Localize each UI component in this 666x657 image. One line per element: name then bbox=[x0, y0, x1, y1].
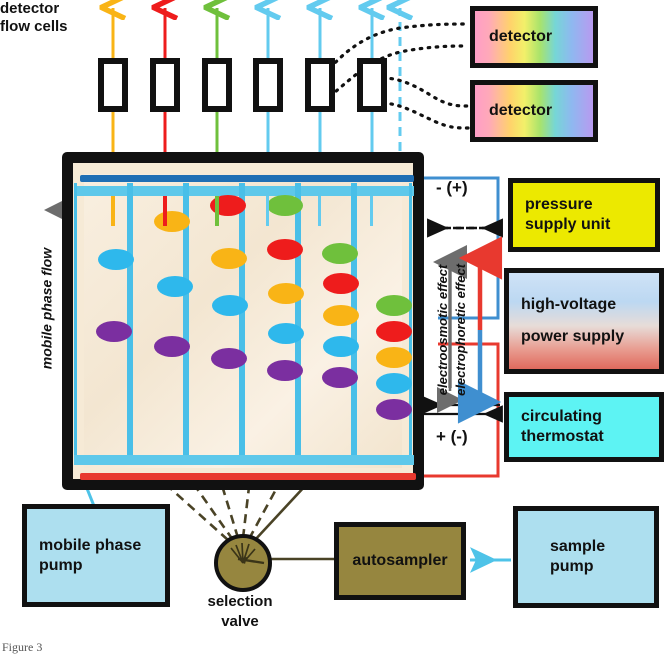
figure-caption: Figure 3 bbox=[2, 640, 43, 654]
mobile-phase-flow-label: mobile phase flow bbox=[38, 247, 55, 370]
analyte-spot-green-ch5 bbox=[322, 243, 358, 264]
hv-label-line1: high-voltage bbox=[521, 296, 617, 314]
flow-cell-6 bbox=[357, 58, 387, 112]
channel-4 bbox=[242, 183, 298, 455]
sample-label-line1: sample bbox=[550, 538, 606, 556]
analyte-spot-blue-ch3 bbox=[212, 295, 248, 316]
sample-pump[interactable]: sample pump bbox=[513, 506, 659, 608]
mobile-phase-pump[interactable]: mobile phase pump bbox=[22, 504, 170, 607]
polarity-bottom-label: + (-) bbox=[436, 427, 468, 447]
beam-stub-cyan-1 bbox=[266, 196, 269, 226]
analyte-spot-orange-ch6 bbox=[376, 347, 412, 368]
flow-cell-4 bbox=[253, 58, 283, 112]
pressure-supply-unit[interactable]: pressure supply unit bbox=[508, 178, 660, 252]
polarity-top-label: - (+) bbox=[436, 178, 468, 198]
electrophoretic-effect-label: electrophoretic effect bbox=[453, 263, 469, 396]
analyte-spot-purple-ch6 bbox=[376, 399, 412, 420]
detector-box-2[interactable]: detector bbox=[470, 80, 598, 142]
detector-2-label: detector bbox=[489, 102, 553, 120]
analyte-spot-green-ch4 bbox=[267, 195, 303, 216]
hv-label-line2: power supply bbox=[521, 328, 625, 345]
beam-stub-cyan-3 bbox=[370, 196, 373, 226]
analyte-spot-purple-ch3 bbox=[211, 348, 247, 369]
analyte-spot-red-ch4 bbox=[267, 239, 303, 260]
detector-1-label: detector bbox=[489, 28, 553, 46]
analyte-spot-red-ch6 bbox=[376, 321, 412, 342]
analyte-spot-orange-ch2 bbox=[154, 211, 190, 232]
beam-stub-red bbox=[163, 196, 167, 226]
beam-stub-orange bbox=[111, 196, 115, 226]
channel-bed bbox=[74, 183, 412, 455]
mpp-label-line1: mobile phase bbox=[39, 536, 142, 554]
flow-cell-3 bbox=[202, 58, 232, 112]
polarity-top-text: - (+) bbox=[436, 178, 468, 197]
analyte-spot-blue-ch6 bbox=[376, 373, 412, 394]
pressure-label-line2: supply unit bbox=[525, 216, 611, 233]
pressure-label-line1: pressure bbox=[525, 196, 593, 214]
valve-dial-icon bbox=[230, 542, 265, 565]
analyte-spot-purple-ch5 bbox=[322, 367, 358, 388]
analyte-spot-blue-ch2 bbox=[157, 276, 193, 297]
analyte-spot-blue-ch1 bbox=[98, 249, 134, 270]
analyte-spot-blue-ch4 bbox=[268, 323, 304, 344]
flow-cell-1 bbox=[98, 58, 128, 112]
analyte-spot-purple-ch4 bbox=[267, 360, 303, 381]
sample-label-line2: pump bbox=[550, 558, 594, 575]
lower-buffer-reservoir bbox=[74, 455, 414, 465]
beam-stub-cyan-2 bbox=[318, 196, 321, 226]
analyte-spot-orange-ch4 bbox=[268, 283, 304, 304]
analyte-spot-red-ch3 bbox=[210, 195, 246, 216]
analyte-spot-green-ch6 bbox=[376, 295, 412, 316]
cathode-electrode-bar bbox=[80, 175, 414, 182]
detector-flow-cells-label: detector flow cells bbox=[0, 0, 68, 36]
analyte-spot-blue-ch5 bbox=[323, 336, 359, 357]
autosampler[interactable]: autosampler bbox=[334, 522, 466, 600]
thermo-label-line2: thermostat bbox=[521, 428, 604, 445]
electroosmotic-effect-label: electroosmotic effect bbox=[435, 264, 451, 396]
flow-cell-5 bbox=[305, 58, 335, 112]
anode-electrode-bar bbox=[80, 473, 416, 480]
channel-3 bbox=[186, 183, 242, 455]
selection-valve-text: selection valve bbox=[207, 593, 273, 630]
channel-2 bbox=[130, 183, 186, 455]
analyte-spot-red-ch5 bbox=[323, 273, 359, 294]
detector-box-1[interactable]: detector bbox=[470, 6, 598, 68]
analyte-spot-orange-ch5 bbox=[323, 305, 359, 326]
analyte-spot-purple-ch2 bbox=[154, 336, 190, 357]
selection-valve-label: selection valve bbox=[188, 592, 292, 631]
analyte-spot-orange-ch3 bbox=[211, 248, 247, 269]
flow-cell-2 bbox=[150, 58, 180, 112]
circulating-thermostat[interactable]: circulating thermostat bbox=[504, 392, 664, 462]
analyte-spot-purple-ch1 bbox=[96, 321, 132, 342]
high-voltage-power-supply[interactable]: high-voltage power supply bbox=[504, 268, 664, 374]
thermo-label-line1: circulating bbox=[521, 408, 602, 426]
polarity-bottom-text: + (-) bbox=[436, 427, 468, 446]
beam-stub-green bbox=[215, 196, 219, 226]
autosampler-label: autosampler bbox=[352, 552, 448, 570]
channel-1 bbox=[74, 183, 130, 455]
selection-valve[interactable] bbox=[214, 534, 272, 592]
mpp-label-line2: pump bbox=[39, 556, 83, 574]
